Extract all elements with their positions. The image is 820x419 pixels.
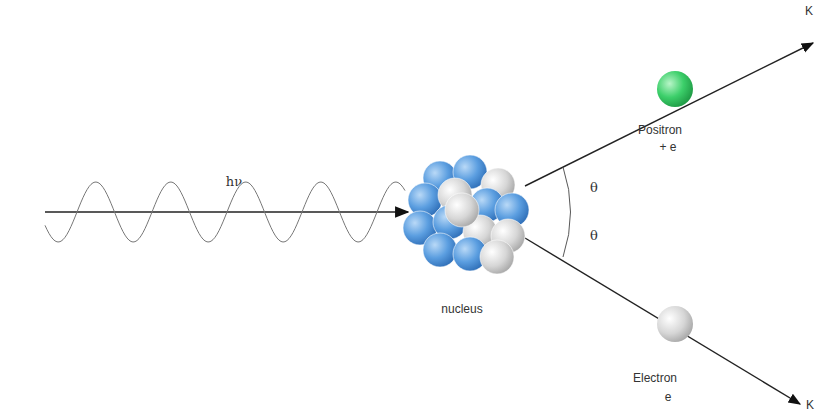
electron-ball: [657, 306, 693, 342]
electron-track: [525, 238, 800, 404]
nucleon: [480, 240, 514, 274]
charge-label: e: [665, 390, 672, 404]
nucleon: [445, 193, 479, 227]
angle-arc: [563, 167, 571, 257]
photon-wave: [45, 182, 405, 242]
nucleus-cluster: [403, 155, 529, 274]
charge-label: + e: [659, 140, 676, 154]
momentum-label: K: [805, 4, 813, 18]
positron-ball: [657, 71, 693, 107]
momentum-label: K: [806, 398, 814, 412]
nucleon: [423, 233, 457, 267]
positron-track: [525, 43, 813, 186]
angle-label: θ: [590, 228, 598, 244]
particle-name: Positron: [638, 123, 682, 137]
photon-energy-label: hν: [226, 174, 242, 190]
angle-label: θ: [590, 180, 598, 196]
particle-name: Electron: [633, 371, 677, 385]
nucleus-label: nucleus: [441, 302, 482, 316]
